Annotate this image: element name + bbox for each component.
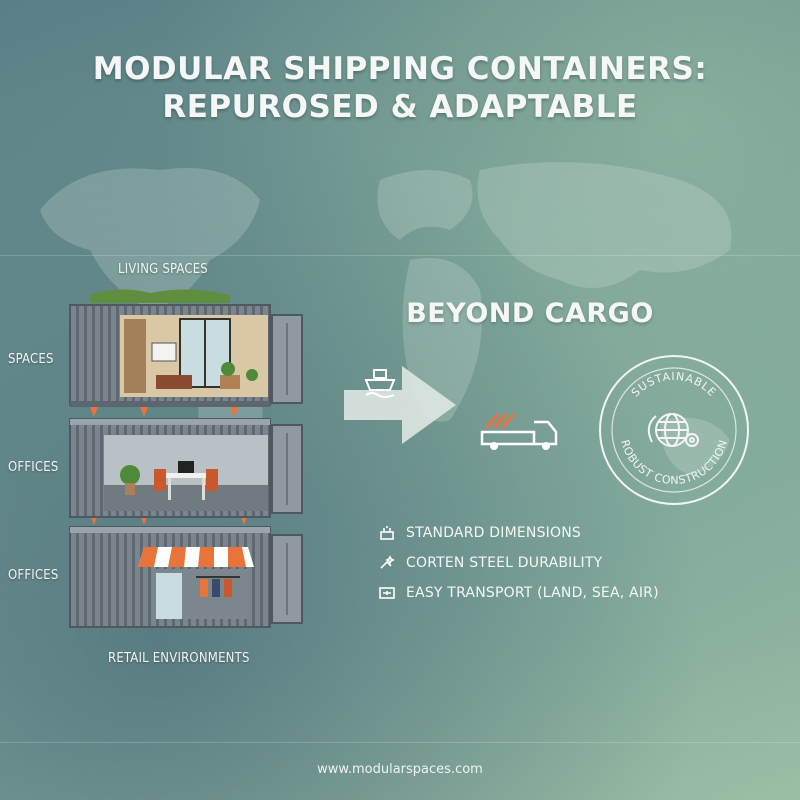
steel-icon (380, 555, 395, 569)
truck-icon (480, 413, 558, 450)
feature-item: EASY TRANSPORT (LAND, SEA, AIR) (378, 578, 659, 608)
container-office (69, 418, 303, 518)
feature-item: STANDARD DIMENSIONS (378, 518, 659, 548)
footer-url[interactable]: www.modularspaces.com (317, 762, 483, 777)
big-arrow-icon (344, 366, 456, 444)
container-living (69, 289, 303, 407)
beyond-cargo-heading: BEYOND CARGO (406, 298, 654, 329)
label-spaces: SPACES (8, 352, 54, 367)
badge-top-text: SUSTAINABLE (629, 370, 718, 400)
decor-line (0, 742, 800, 743)
title-line-2: REPUROSED & ADAPTABLE (162, 89, 638, 125)
decor-line (0, 255, 800, 256)
ruler-icon (380, 526, 394, 540)
label-retail-environments: RETAIL ENVIRONMENTS (108, 651, 250, 666)
transport-icon (379, 587, 395, 599)
feature-label: STANDARD DIMENSIONS (406, 525, 581, 541)
feature-label: EASY TRANSPORT (LAND, SEA, AIR) (406, 585, 659, 601)
label-offices-top: OFFICES (8, 460, 59, 475)
page-title: MODULAR SHIPPING CONTAINERS: REPUROSED &… (0, 50, 800, 126)
globe-gear-icon (647, 413, 699, 447)
title-line-1: MODULAR SHIPPING CONTAINERS: (92, 51, 708, 87)
container-stack-illustration (69, 289, 303, 628)
feature-item: CORTEN STEEL DURABILITY (378, 548, 659, 578)
container-retail (69, 526, 303, 628)
sustainability-badge: SUSTAINABLE ROBUST CONSTRUCTION (599, 355, 749, 505)
ship-icon (364, 369, 396, 398)
svg-text:SUSTAINABLE: SUSTAINABLE (629, 370, 719, 400)
feature-list: STANDARD DIMENSIONS CORTEN STEEL DURABIL… (378, 518, 659, 608)
feature-label: CORTEN STEEL DURABILITY (406, 555, 603, 571)
label-living-spaces: LIVING SPACES (118, 262, 208, 277)
label-offices-bottom: OFFICES (8, 568, 59, 583)
